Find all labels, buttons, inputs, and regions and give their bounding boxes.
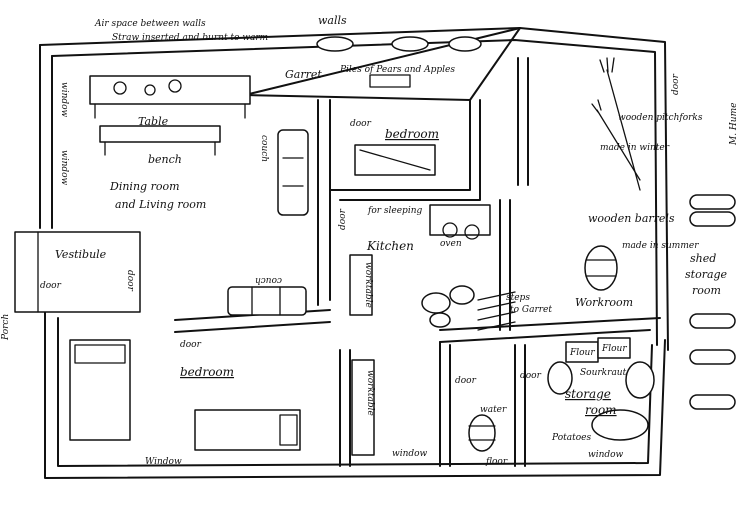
- label-floor: floor: [485, 457, 508, 467]
- potato-basket: [591, 409, 649, 441]
- label-workroom: Workroom: [575, 296, 633, 309]
- label-worktable-2: worktable: [365, 370, 375, 416]
- label-bench: bench: [148, 153, 182, 166]
- label-couch-top: couch: [259, 135, 269, 162]
- label-water: water: [480, 405, 507, 415]
- label-airspace-2: Straw inserted and burnt to warm: [112, 33, 268, 43]
- shed-logs: [689, 194, 736, 410]
- label-shed: shed: [690, 252, 716, 265]
- label-door-dining: door: [180, 340, 202, 350]
- barrel-workroom: [584, 245, 618, 291]
- label-sourkraut: Sourkraut: [580, 368, 627, 378]
- label-kitchen: Kitchen: [366, 239, 414, 253]
- label-steps-2: to Garret: [510, 305, 552, 315]
- label-potatoes: Potatoes: [551, 433, 591, 443]
- label-porch: Porch: [1, 314, 11, 341]
- label-window-bottom-1: Window: [145, 457, 182, 467]
- label-flour-2: Flour: [601, 344, 627, 354]
- label-door-vestibule-right: door: [125, 270, 135, 292]
- label-table: Table: [138, 115, 169, 128]
- barrel-water: [468, 414, 496, 452]
- label-vestibule: Vestibule: [55, 248, 107, 261]
- label-window-left-1: window: [59, 82, 69, 118]
- label-storage: storage: [685, 268, 728, 281]
- label-door-kitchen-left: door: [338, 208, 348, 230]
- label-for-sleeping: for sleeping: [367, 206, 422, 216]
- label-window-bottom-3: window: [588, 450, 624, 460]
- label-door-bedroom-top: door: [350, 119, 372, 129]
- couch-top: [277, 129, 309, 216]
- worktable-kitchen: [349, 254, 373, 316]
- couch-bottom: [227, 286, 307, 316]
- pitchforks: [591, 57, 641, 191]
- label-airspace-1: Air space between walls: [94, 19, 206, 29]
- label-oven: oven: [440, 239, 462, 249]
- dining-table: [89, 75, 251, 119]
- oven: [429, 204, 491, 240]
- label-signature: M. Hume: [729, 103, 739, 146]
- label-wooden-barrels: wooden barrels: [588, 212, 675, 225]
- label-wooden-pitchforks: wooden pitchforks: [618, 113, 703, 123]
- walls: [14, 27, 669, 479]
- label-made-in-winter: made in winter: [600, 143, 670, 153]
- upper-bed: [354, 144, 436, 176]
- label-window-left-2: window: [59, 150, 69, 186]
- label-door-vestibule-left: door: [40, 281, 62, 291]
- label-dining-1: Dining room: [109, 180, 180, 193]
- label-piles: Piles of Pears and Apples: [339, 65, 455, 75]
- label-bedroom-top: bedroom: [385, 127, 439, 141]
- pots: [421, 285, 475, 328]
- label-steps-1: steps: [506, 293, 530, 303]
- label-storage-room-2: room: [585, 403, 617, 417]
- label-door-storage-1: door: [455, 376, 477, 386]
- label-worktable-1: worktable: [363, 262, 373, 308]
- label-door-right: door: [671, 73, 681, 95]
- label-couch-bottom: couch: [255, 275, 282, 285]
- lower-bed: [69, 339, 131, 441]
- lower-bed-2: [194, 409, 301, 451]
- label-made-in-summer: made in summer: [622, 241, 699, 251]
- barrels-storage: [547, 361, 655, 399]
- label-door-storage-2: door: [520, 371, 542, 381]
- bench: [99, 125, 221, 156]
- label-garret: Garret: [285, 68, 322, 81]
- label-room: room: [692, 284, 721, 297]
- garret-hatch: [369, 74, 411, 88]
- flour-sack-2: [597, 337, 631, 359]
- label-storage-room-1: storage: [565, 387, 611, 401]
- label-dining-2: and Living room: [115, 198, 206, 211]
- label-flour-1: Flour: [569, 348, 595, 358]
- fruit-piles: [316, 36, 482, 52]
- label-bedroom-bottom: bedroom: [180, 365, 234, 379]
- label-window-bottom-2: window: [392, 449, 428, 459]
- steps: [477, 291, 516, 331]
- label-walls: walls: [318, 14, 347, 27]
- worktable-lower: [351, 359, 375, 456]
